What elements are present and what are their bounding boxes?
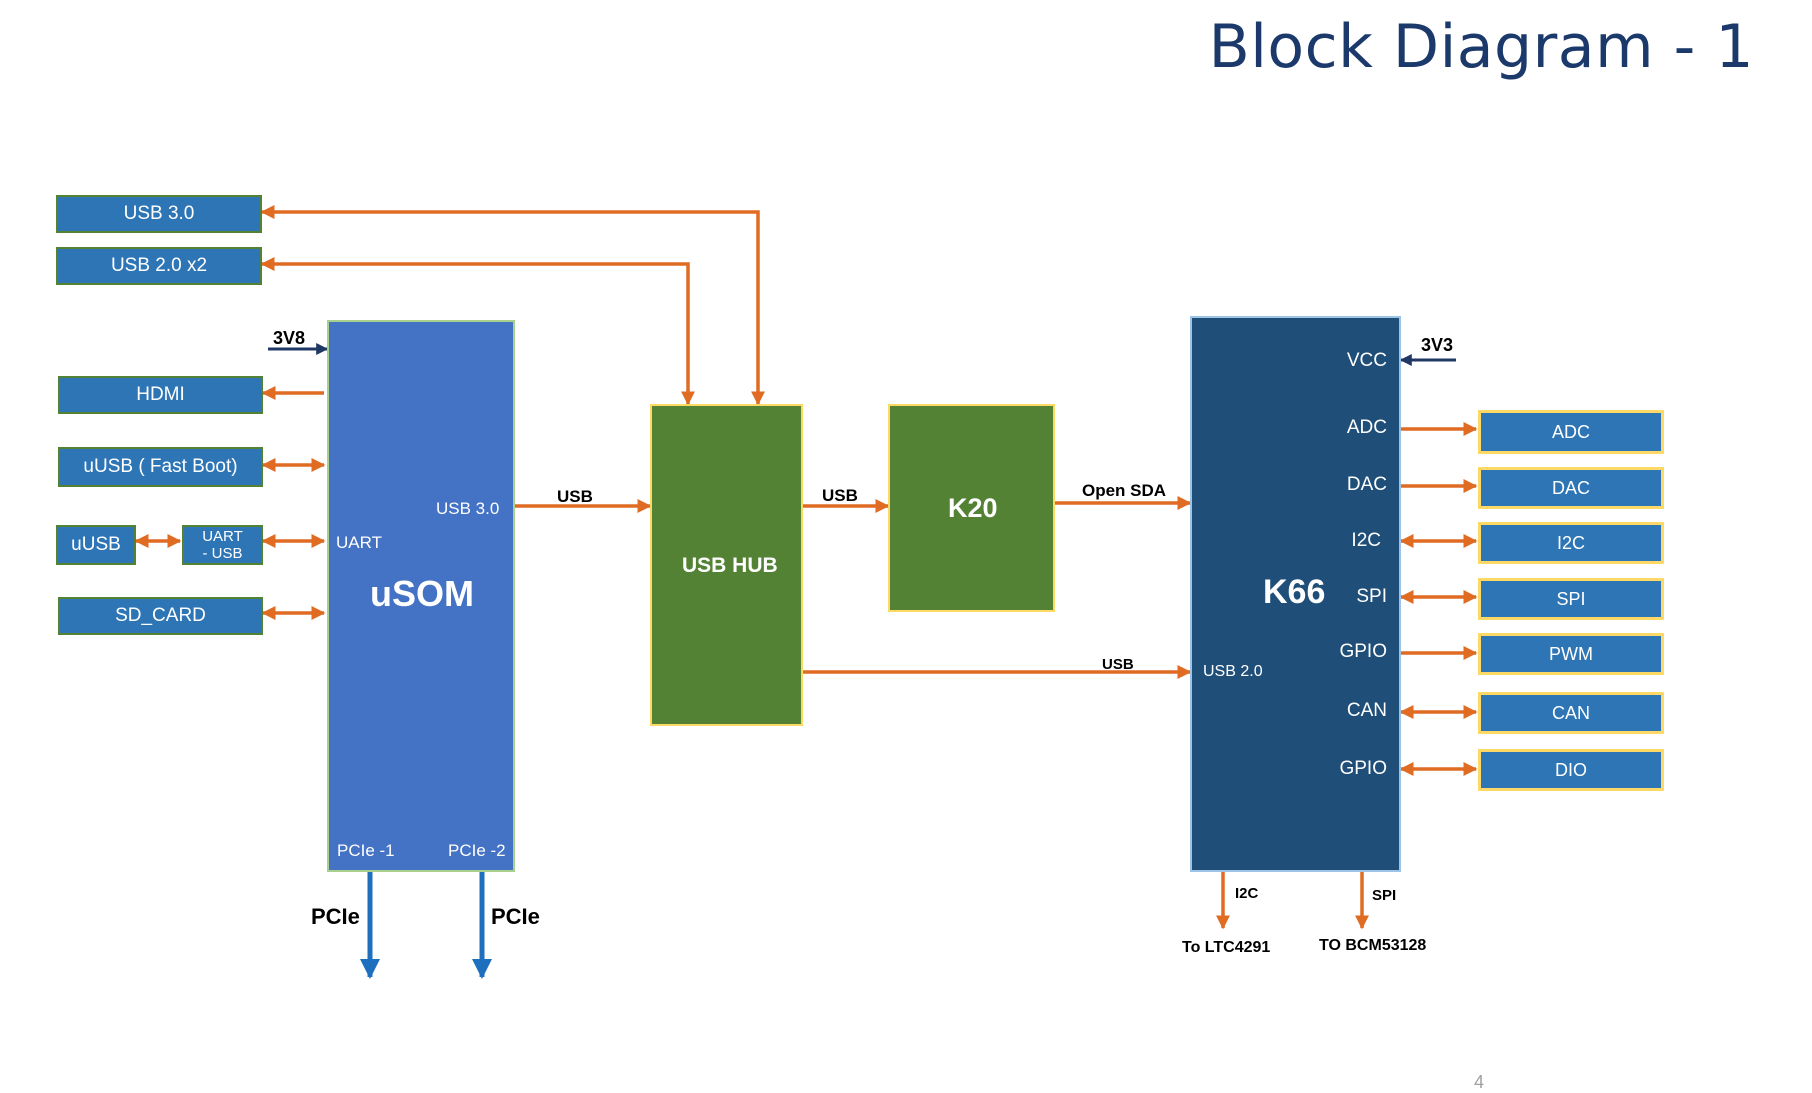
pwm-module: PWM (1478, 633, 1664, 675)
usb-hub-label: USB HUB (682, 554, 778, 577)
power-3v3-label: 3V3 (1421, 335, 1454, 355)
can-module: CAN (1478, 692, 1664, 734)
sdcard-module: SD_CARD (58, 597, 263, 635)
k66-bottom-spi-label: SPI (1372, 887, 1397, 904)
uusb-fastboot-module: uUSB ( Fast Boot) (58, 447, 263, 487)
page-number: 4 (1474, 1072, 1485, 1092)
k66-pin-adc: ADC (1346, 417, 1387, 438)
k66-pin-vcc: VCC (1346, 350, 1387, 371)
k66-usb-port: USB 2.0 (1203, 663, 1263, 680)
spi-module: SPI (1478, 578, 1664, 620)
k66-label: K66 (1263, 573, 1326, 611)
link-k20-k66-label: Open SDA (1082, 481, 1167, 500)
power-3v8-label: 3V8 (273, 328, 306, 348)
pcie2-label: PCIe (491, 904, 540, 929)
dac-module: DAC (1478, 467, 1664, 509)
hdmi-module: HDMI (58, 376, 263, 414)
k66-pin-gpio: GPIO (1339, 641, 1387, 662)
usom-label: uSOM (370, 573, 474, 614)
k66-pin-gpio-2: GPIO (1339, 758, 1387, 779)
usom-port-pcie2: PCIe -2 (448, 841, 506, 860)
page-title: Block Diagram - 1 (1208, 12, 1754, 82)
usom-block (327, 320, 515, 872)
to-bcm53128-label: TO BCM53128 (1319, 937, 1427, 954)
k66-pin-can: CAN (1346, 700, 1387, 721)
dio-module: DIO (1478, 749, 1664, 791)
to-ltc4291-label: To LTC4291 (1182, 939, 1271, 956)
pcie1-label: PCIe (311, 904, 360, 929)
k66-bottom-i2c-label: I2C (1235, 885, 1259, 902)
k66-pin-spi: SPI (1356, 586, 1387, 607)
uusb-module: uUSB (56, 525, 136, 565)
k66-pin-i2c: I2C (1351, 530, 1381, 551)
usom-port-uart: UART (336, 533, 382, 552)
adc-module: ADC (1478, 410, 1664, 454)
usb20x2-module: USB 2.0 x2 (56, 247, 262, 285)
wire-hub-usb20 (260, 257, 695, 406)
uart-usb-module: UART - USB (182, 525, 263, 565)
usom-port-pcie1: PCIe -1 (337, 841, 395, 860)
k66-block (1190, 316, 1401, 872)
wire-hub-usb30 (260, 205, 765, 406)
i2c-module: I2C (1478, 522, 1664, 564)
link-hub-k66-label: USB (1102, 656, 1134, 673)
usb-hub-block (650, 404, 803, 726)
k20-label: K20 (948, 493, 998, 523)
usb30-module: USB 3.0 (56, 195, 262, 233)
link-usom-hub-label: USB (557, 487, 593, 506)
link-hub-k20-label: USB (822, 486, 858, 505)
usom-port-usb30: USB 3.0 (436, 499, 500, 518)
k66-pin-dac: DAC (1346, 474, 1387, 495)
k20-block (888, 404, 1055, 612)
